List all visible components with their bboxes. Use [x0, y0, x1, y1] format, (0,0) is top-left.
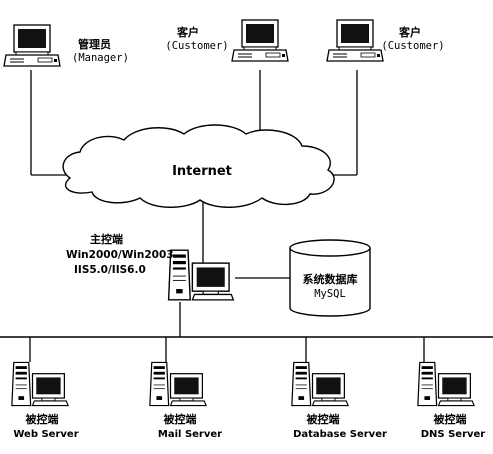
- web-server-name: 被控端: [26, 412, 59, 426]
- database-server-icon: [291, 361, 349, 407]
- main-server-iis: IIS5.0/IIS6.0: [74, 264, 146, 276]
- customer-left-computer-icon: [231, 19, 289, 62]
- main-server-name: 主控端: [90, 232, 123, 246]
- controlled-database-server: 被控端 Database Server: [291, 361, 387, 440]
- dns-server-name: 被控端: [434, 412, 467, 426]
- manager-computer-icon: [3, 24, 61, 67]
- internet-cloud: [62, 124, 335, 208]
- manager-name: 管理员: [78, 37, 111, 51]
- controlled-web-server: 被控端 Web Server: [11, 361, 79, 440]
- database-server-role: Database Server: [293, 429, 387, 440]
- web-server-icon: [11, 361, 69, 407]
- customer-right-role: (Customer): [381, 40, 444, 52]
- customer-left-name: 客户: [176, 25, 199, 39]
- customer-left-role: (Customer): [165, 40, 228, 52]
- mail-server-icon: [149, 361, 207, 407]
- main-server-icon: [167, 249, 235, 301]
- dns-server-icon: [417, 361, 475, 407]
- database-name: 系统数据库: [303, 272, 358, 286]
- controlled-dns-server: 被控端 DNS Server: [417, 361, 486, 440]
- cloud-label: Internet: [172, 164, 232, 179]
- main-server-os: Win2000/Win2003: [66, 249, 174, 261]
- mail-server-name: 被控端: [164, 412, 197, 426]
- database-server-name: 被控端: [307, 412, 340, 426]
- customer-right-name: 客户: [398, 25, 421, 39]
- manager-role: (Manager): [72, 52, 129, 64]
- controlled-mail-server: 被控端 Mail Server: [149, 361, 222, 440]
- dns-server-role: DNS Server: [421, 429, 486, 440]
- database-engine: MySQL: [314, 288, 346, 300]
- database-cylinder-icon: [289, 239, 371, 317]
- web-server-role: Web Server: [13, 429, 78, 440]
- customer-right-computer-icon: [326, 19, 384, 62]
- mail-server-role: Mail Server: [158, 429, 222, 440]
